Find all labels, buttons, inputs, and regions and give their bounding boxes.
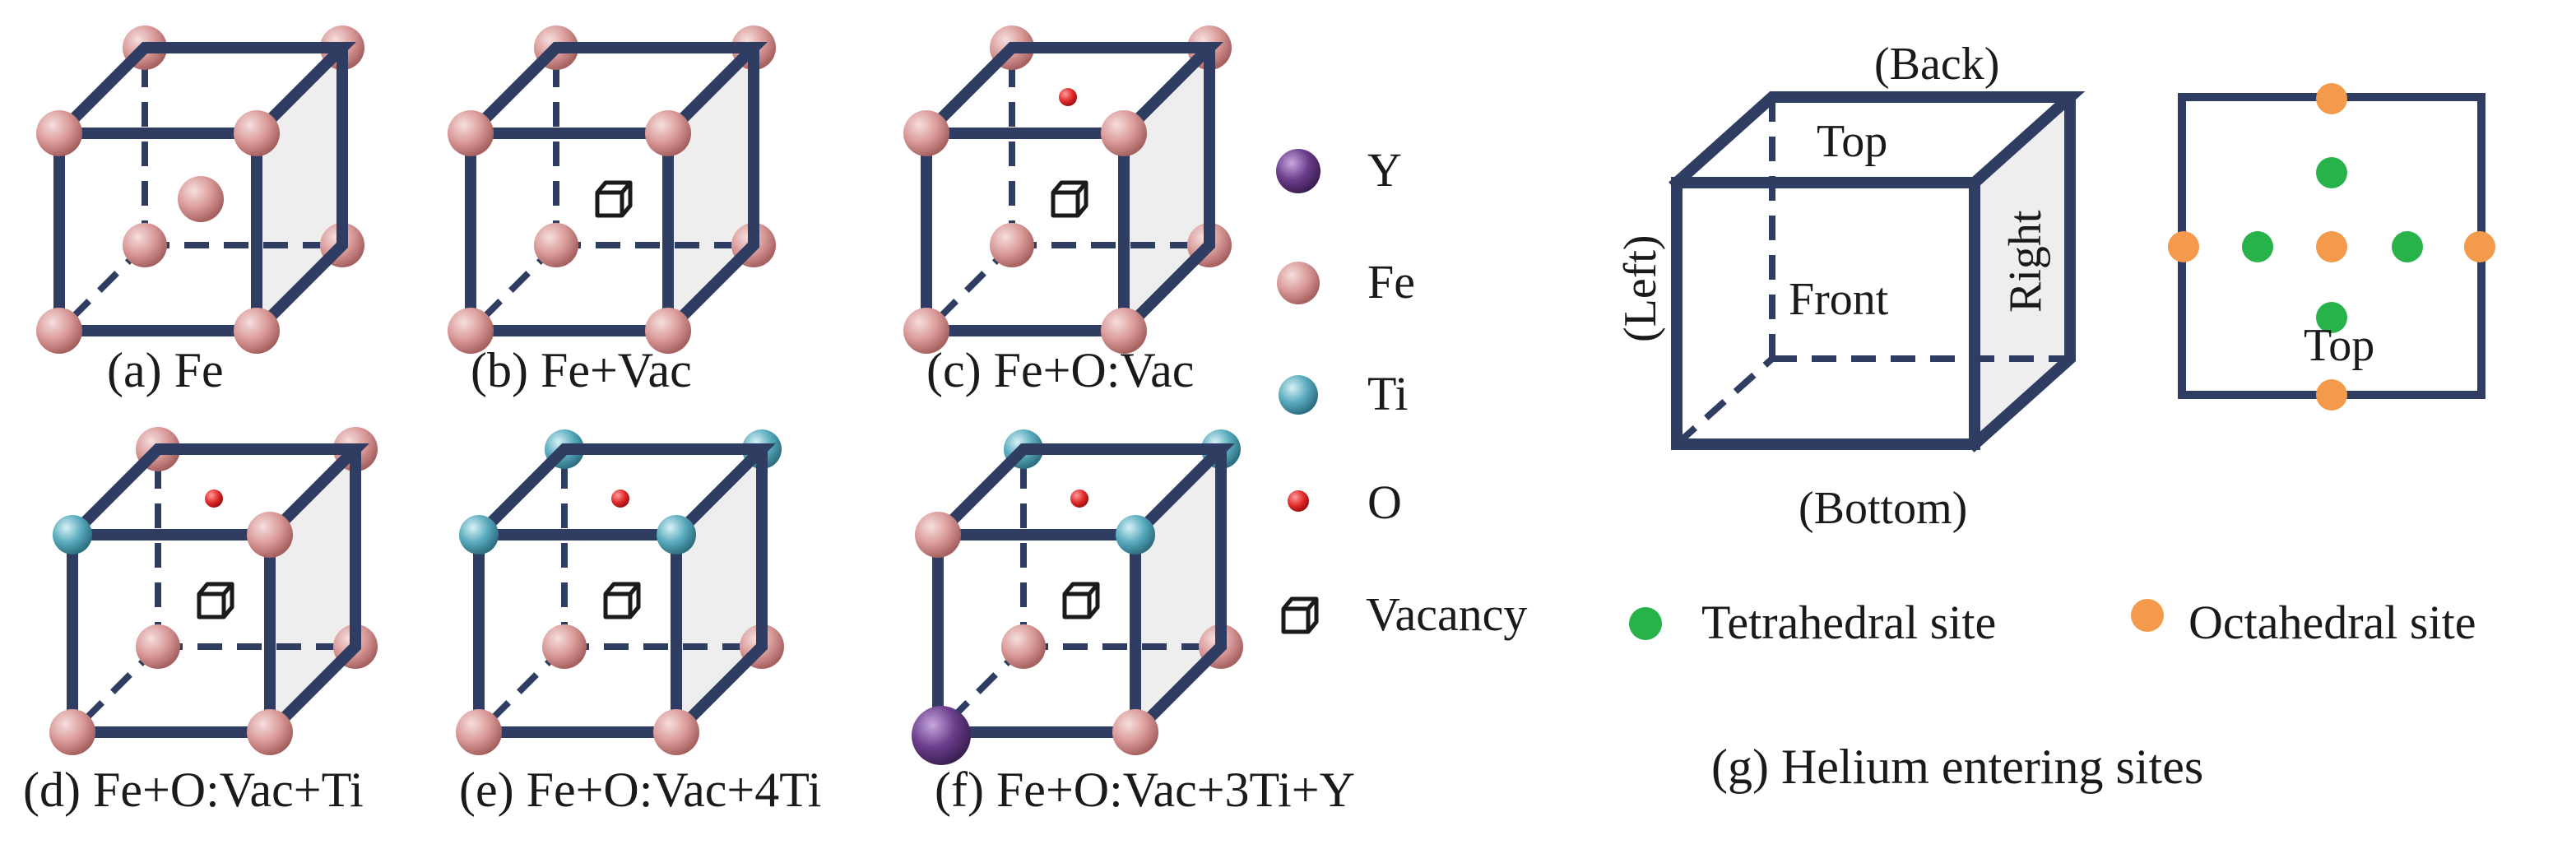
fe-atom xyxy=(903,110,949,156)
fe-atom xyxy=(645,110,691,156)
vacancy-icon xyxy=(197,582,234,619)
legend: Y Fe Ti O Vacancy xyxy=(1276,143,1527,641)
fe-atom xyxy=(448,110,494,156)
o-atom xyxy=(1059,88,1077,106)
face-label-back: (Back) xyxy=(1874,39,1999,90)
o-atom xyxy=(1070,489,1088,508)
legend-label-fe: Fe xyxy=(1367,255,1415,309)
tetrahedral-site-dot xyxy=(2316,157,2347,188)
legend-vacancy-icon xyxy=(1281,596,1319,634)
legend-o-icon xyxy=(1288,490,1309,512)
legend-fe-icon xyxy=(1277,262,1320,304)
face-label-right: Right xyxy=(2000,210,2051,313)
fe-atom-center xyxy=(178,176,224,222)
fe-atom xyxy=(1101,110,1147,156)
unit-cell-e: (e) Fe+O:Vac+4Ti xyxy=(456,429,821,817)
legend-y-icon xyxy=(1276,149,1320,193)
tetrahedral-site-label: Tetrahedral site xyxy=(1701,596,1996,649)
fe-atom xyxy=(234,308,280,354)
ti-atom xyxy=(657,515,696,554)
face-label-front: Front xyxy=(1789,274,1889,325)
site-legend: Tetrahedral site Octahedral site xyxy=(1629,596,2476,649)
octahedral-site-label: Octahedral site xyxy=(2188,596,2476,649)
fe-atom xyxy=(448,308,494,354)
square-label-top: Top xyxy=(2304,320,2374,371)
octahedral-site-legend-dot xyxy=(2131,599,2164,632)
vacancy-icon xyxy=(595,180,633,218)
unit-cell-a: (a) Fe xyxy=(36,26,364,397)
caption-d: (d) Fe+O:Vac+Ti xyxy=(23,763,364,817)
fe-atom xyxy=(915,512,961,558)
unit-cell-f: (f) Fe+O:Vac+3Ti+Y xyxy=(912,429,1355,817)
face-label-bottom: (Bottom) xyxy=(1799,483,1967,534)
fe-atom xyxy=(456,709,502,755)
face-label-left: (Left) xyxy=(1615,234,1666,342)
octahedral-site-dot xyxy=(2316,231,2347,262)
fe-atom xyxy=(534,223,578,267)
y-atom xyxy=(912,706,971,765)
o-atom xyxy=(611,489,629,508)
fe-atom xyxy=(36,110,82,156)
octahedral-site-dot xyxy=(2316,379,2347,411)
fe-atom xyxy=(1112,709,1158,755)
legend-label-ti: Ti xyxy=(1367,367,1409,420)
fe-atom xyxy=(247,709,293,755)
octahedral-site-dot xyxy=(2316,83,2347,114)
fe-atom xyxy=(123,223,167,267)
fe-atom xyxy=(36,308,82,354)
fe-atom xyxy=(903,308,949,354)
caption-b: (b) Fe+Vac xyxy=(471,343,692,397)
ti-atom xyxy=(53,515,92,554)
caption-e: (e) Fe+O:Vac+4Ti xyxy=(459,763,821,817)
fe-atom xyxy=(247,512,293,558)
octahedral-site-dot xyxy=(2464,231,2495,262)
tetrahedral-site-dot xyxy=(2392,231,2423,262)
legend-label-y: Y xyxy=(1367,143,1402,197)
vacancy-icon xyxy=(1051,180,1088,218)
ti-atom xyxy=(1116,515,1155,554)
face-diagram-cube: (Back) Top Front (Bottom) (Left) Right xyxy=(1615,39,2086,534)
vacancy-icon xyxy=(603,582,641,619)
site-square: Top xyxy=(2168,83,2495,411)
unit-cell-d: (d) Fe+O:Vac+Ti xyxy=(23,427,378,817)
fe-atom xyxy=(542,624,587,669)
o-atom xyxy=(205,489,223,508)
unit-cell-b: (b) Fe+Vac xyxy=(448,26,776,397)
tetrahedral-site-legend-dot xyxy=(1629,607,1662,640)
fe-atom xyxy=(234,110,280,156)
legend-ti-icon xyxy=(1279,375,1318,415)
fe-atom xyxy=(990,223,1034,267)
octahedral-site-dot xyxy=(2168,231,2199,262)
caption-a: (a) Fe xyxy=(107,343,224,397)
legend-label-o: O xyxy=(1367,476,1402,529)
caption-g: (g) Helium entering sites xyxy=(1711,740,2203,794)
tetrahedral-site-dot xyxy=(2242,231,2273,262)
ti-atom xyxy=(459,515,499,554)
face-label-top: Top xyxy=(1817,116,1887,167)
fe-atom xyxy=(645,308,691,354)
fe-atom xyxy=(1101,308,1147,354)
fe-atom xyxy=(1001,624,1046,669)
tetrahedral-site-dot xyxy=(2316,302,2347,333)
fe-atom xyxy=(653,709,699,755)
vacancy-icon xyxy=(1062,582,1100,619)
caption-f: (f) Fe+O:Vac+3Ti+Y xyxy=(935,763,1355,817)
legend-label-vacancy: Vacancy xyxy=(1366,587,1527,641)
fe-atom xyxy=(136,624,180,669)
fe-atom xyxy=(49,709,95,755)
caption-c: (c) Fe+O:Vac xyxy=(926,343,1194,397)
unit-cell-c: (c) Fe+O:Vac xyxy=(903,26,1232,397)
